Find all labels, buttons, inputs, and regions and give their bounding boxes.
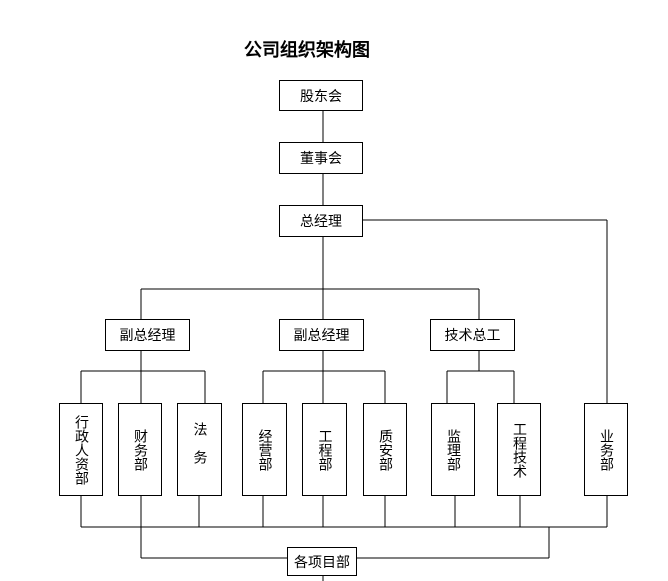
node-eng-tech: 工程技术 (497, 403, 541, 496)
node-shareholders: 股东会 (279, 80, 363, 111)
node-finance-label: 财务部 (132, 428, 148, 471)
node-supervision-label: 监理部 (445, 428, 461, 471)
node-board: 董事会 (279, 142, 363, 174)
node-quality-safety: 质安部 (363, 403, 407, 496)
node-finance: 财务部 (118, 403, 162, 496)
node-sales: 业务部 (584, 403, 628, 496)
node-eng-tech-label: 工程技术 (511, 421, 527, 478)
node-vice-gm-2: 副总经理 (279, 319, 364, 351)
node-chief-engineer: 技术总工 (430, 319, 515, 351)
node-admin-hr: 行政人资部 (59, 403, 103, 496)
node-supervision: 监理部 (431, 403, 475, 496)
node-shareholders-label: 股东会 (300, 88, 342, 105)
node-legal-label: 法务 (191, 421, 208, 478)
node-vice-gm-1-label: 副总经理 (119, 328, 176, 344)
node-chief-engineer-label: 技术总工 (444, 328, 501, 344)
node-admin-hr-label: 行政人资部 (73, 414, 89, 485)
node-sales-label: 业务部 (598, 428, 614, 471)
node-vice-gm-2-label: 副总经理 (293, 328, 350, 344)
node-project-depts: 各项目部 (287, 547, 357, 576)
chart-title: 公司组织架构图 (244, 40, 370, 61)
node-legal: 法务 (177, 403, 222, 496)
node-business-ops-label: 经营部 (256, 428, 273, 471)
node-vice-gm-1: 副总经理 (105, 319, 190, 351)
node-general-manager: 总经理 (279, 205, 363, 237)
node-engineering: 工程部 (302, 403, 347, 496)
node-business-ops: 经营部 (242, 403, 287, 496)
node-quality-safety-label: 质安部 (377, 428, 393, 471)
node-engineering-label: 工程部 (316, 428, 333, 471)
node-project-depts-label: 各项目部 (294, 554, 350, 571)
node-board-label: 董事会 (300, 151, 342, 167)
node-general-manager-label: 总经理 (300, 214, 342, 230)
